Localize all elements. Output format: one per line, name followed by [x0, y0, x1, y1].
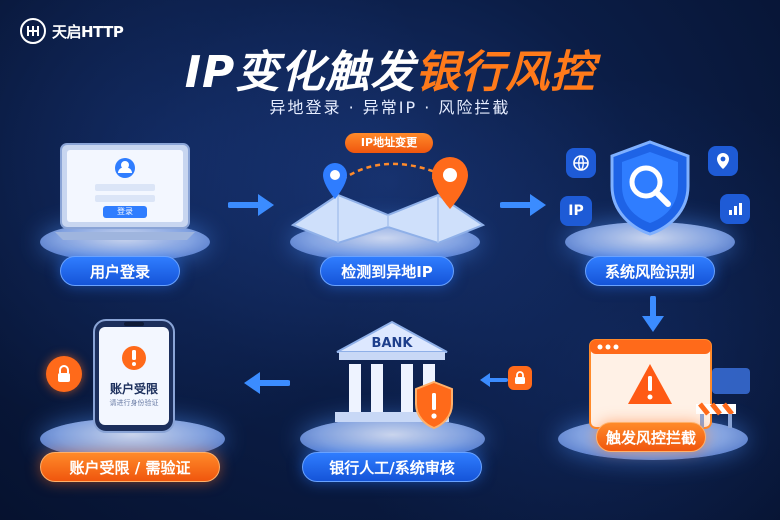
brand: 天启HTTP [20, 18, 124, 44]
shield-alert-icon [415, 380, 453, 430]
bank-sign: BANK [371, 336, 413, 351]
laptop-login-button: 登录 [103, 206, 147, 218]
brand-name: 天启HTTP [52, 22, 124, 41]
ip-icon: IP [560, 196, 592, 226]
brand-logo-icon [20, 18, 46, 44]
step-label-risk-block: 触发风控拦截 [596, 422, 706, 452]
phone-illustration: 账户受限 请进行身份验证 [92, 318, 176, 438]
map-illustration [288, 155, 488, 249]
arrow-down-icon [642, 296, 664, 332]
globe-icon [566, 148, 596, 178]
arrow-right-icon [228, 194, 274, 216]
title-part1: IP变化触发 [184, 47, 416, 98]
step-label-bank-review: 银行人工/系统审核 [302, 452, 482, 482]
step-label-risk-detect: 系统风险识别 [585, 256, 715, 286]
browser-warning-window [588, 338, 713, 434]
barrier-icon [696, 402, 736, 428]
credit-card-icon [712, 368, 750, 394]
step-label-account-restricted: 账户受限 / 需验证 [40, 452, 220, 482]
ip-change-badge: IP地址变更 [345, 133, 433, 153]
page-subtitle: 异地登录 · 异常IP · 风险拦截 [269, 98, 511, 117]
arrow-right-icon [500, 194, 546, 216]
step-label-remote-ip: 检测到异地IP [320, 256, 454, 286]
arrow-left-icon [244, 372, 290, 394]
title-part2: 银行风控 [415, 47, 596, 98]
small-lock-icon [508, 366, 532, 390]
page-title: IP变化触发银行风控 [0, 36, 780, 100]
phone-restricted-title: 账户受限 [109, 382, 158, 396]
phone-verify-hint: 请进行身份验证 [109, 399, 159, 407]
laptop-illustration: 登录 [55, 142, 195, 246]
arrow-left-icon [480, 373, 508, 387]
lock-badge-icon [46, 356, 82, 392]
step-label-user-login: 用户登录 [60, 256, 180, 286]
shield-search-icon [604, 138, 696, 242]
bar-chart-icon [720, 194, 750, 224]
location-pin-icon [708, 146, 738, 176]
